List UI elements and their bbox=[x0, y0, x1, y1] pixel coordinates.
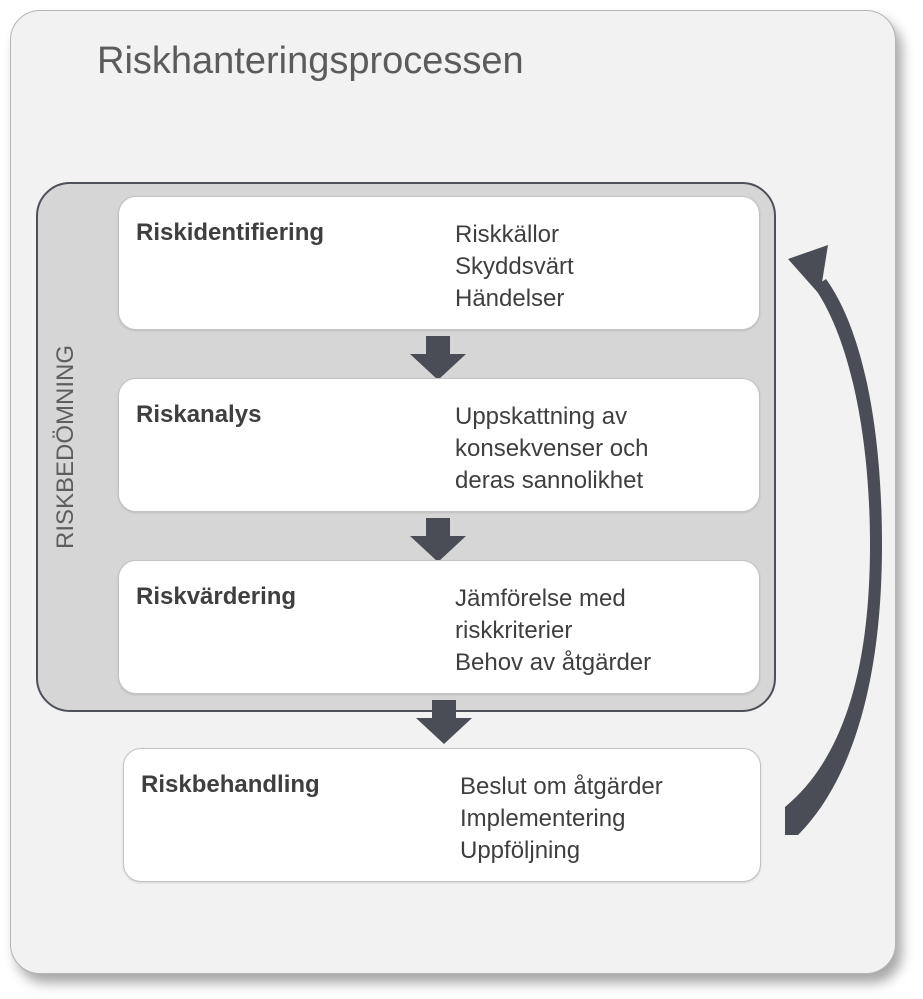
step-box-riskbehandling: Riskbehandling Beslut om åtgärder Implem… bbox=[123, 748, 761, 882]
arrow-down-icon bbox=[416, 700, 472, 744]
cycle-arrow-icon bbox=[785, 245, 882, 835]
group-label-riskbedomning: RISKBEDÖMNING bbox=[52, 344, 79, 550]
step-detail-line: Jämförelse med bbox=[455, 585, 626, 612]
step-detail-line: Implementering bbox=[460, 805, 626, 832]
step-box-riskidentifiering: Riskidentifiering Riskkällor Skyddsvärt … bbox=[118, 196, 760, 330]
step-detail-line: Riskkällor bbox=[455, 221, 560, 248]
arrow-down-icon bbox=[410, 518, 466, 562]
step-detail-line: Skyddsvärt bbox=[455, 253, 574, 280]
step-title: Riskvärdering bbox=[136, 583, 297, 610]
step-detail-line: Beslut om åtgärder bbox=[460, 773, 663, 800]
step-detail-line: Uppskattning av bbox=[455, 403, 628, 430]
step-title: Riskanalys bbox=[136, 401, 262, 428]
step-details: Beslut om åtgärder Implementering Uppföl… bbox=[460, 771, 663, 867]
step-details: Uppskattning av konsekvenser och deras s… bbox=[455, 401, 648, 497]
step-detail-line: deras sannolikhet bbox=[455, 467, 644, 494]
step-detail-line: Händelser bbox=[455, 285, 565, 312]
step-details: Jämförelse med riskkriterier Behov av åt… bbox=[455, 583, 651, 679]
step-detail-line: konsekvenser och bbox=[455, 435, 649, 462]
arrow-down-icon bbox=[410, 336, 466, 380]
step-title: Riskidentifiering bbox=[136, 219, 325, 246]
step-detail-line: Uppföljning bbox=[460, 837, 581, 864]
diagram-title: Riskhanteringsprocessen bbox=[97, 40, 524, 82]
step-detail-line: Behov av åtgärder bbox=[455, 649, 652, 676]
step-box-riskanalys: Riskanalys Uppskattning av konsekvenser … bbox=[118, 378, 760, 512]
step-title: Riskbehandling bbox=[141, 771, 320, 798]
step-box-riskvardering: Riskvärdering Jämförelse med riskkriteri… bbox=[118, 560, 760, 694]
step-detail-line: riskkriterier bbox=[455, 617, 573, 644]
step-details: Riskkällor Skyddsvärt Händelser bbox=[455, 219, 574, 315]
